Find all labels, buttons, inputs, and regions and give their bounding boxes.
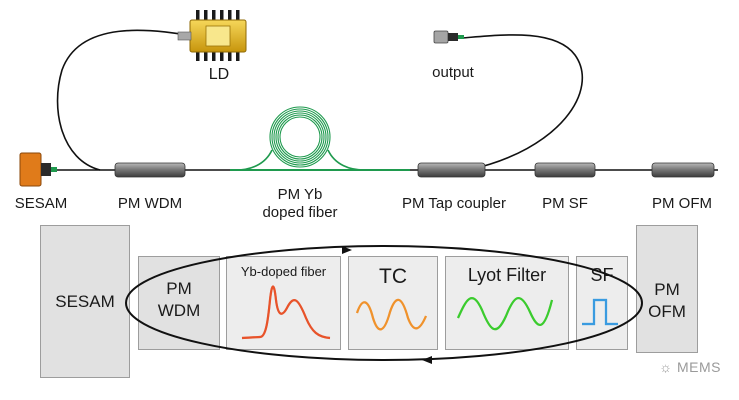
lyot-box: Lyot Filter xyxy=(445,256,569,350)
ofm-box-title-line1: PM xyxy=(654,280,680,299)
loop-arrow-bottom xyxy=(422,356,432,364)
pm-tap-coupler-label: PM Tap coupler xyxy=(402,195,506,212)
lyot-box-title: Lyot Filter xyxy=(467,265,547,285)
pm-yb-label-line2: doped fiber xyxy=(262,204,338,221)
loop-arrow-top xyxy=(342,246,352,254)
pm-yb-label-line1: PM Yb xyxy=(277,186,323,203)
ofm-box-title-line2: OFM xyxy=(648,302,686,321)
pm-sf-device xyxy=(534,162,596,178)
pm-ofm-label: PM OFM xyxy=(652,195,712,212)
yb-fiber-coil xyxy=(269,106,331,168)
output-fiber xyxy=(461,34,584,171)
pm-wdm-label: PM WDM xyxy=(117,195,183,212)
pm-wdm-device xyxy=(114,162,186,178)
pump-fiber xyxy=(56,29,199,171)
output-label: output xyxy=(432,64,474,81)
yb-box: Yb-doped fiber xyxy=(226,256,341,350)
wdm-box-title-line1: PM xyxy=(166,279,192,298)
pm-tap-device xyxy=(417,162,486,178)
pm-sf-label: PM SF xyxy=(542,195,588,212)
watermark: ☼ MEMS xyxy=(659,359,721,375)
ld-diode-icon xyxy=(177,10,247,61)
yb-box-title: Yb-doped fiber xyxy=(240,264,327,279)
sesam-box-title: SESAM xyxy=(55,292,115,311)
tc-box-title: TC xyxy=(379,265,407,288)
pm-ofm-device xyxy=(651,162,715,178)
ofm-box: PM OFM xyxy=(636,225,698,353)
wdm-box-title-line2: WDM xyxy=(157,301,201,320)
chat-bubble-icon: ☼ xyxy=(659,359,673,375)
sesam-device-icon xyxy=(19,152,57,187)
watermark-text: MEMS xyxy=(677,359,721,375)
output-connector-icon xyxy=(433,30,464,44)
cavity-loop xyxy=(125,245,643,361)
sesam-box: SESAM xyxy=(40,225,130,378)
ld-label: LD xyxy=(208,66,230,83)
wdm-box: PM WDM xyxy=(138,256,220,350)
sesam-label: SESAM xyxy=(14,195,68,212)
